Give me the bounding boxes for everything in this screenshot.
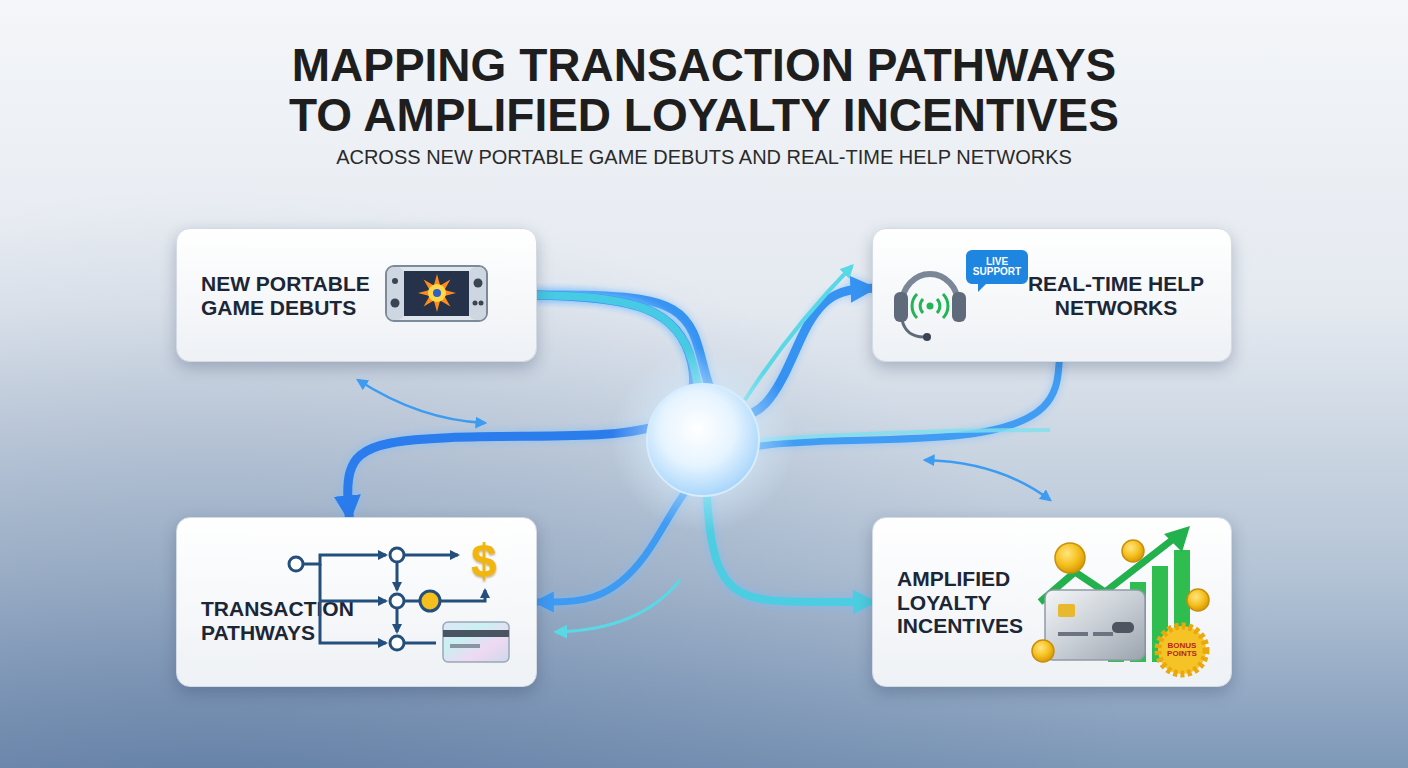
process-box: AMPLIFIED LOYALTY INCENTIVES bbox=[872, 517, 1232, 687]
badge-text: BONUS POINTS bbox=[1158, 634, 1206, 666]
central-hub bbox=[611, 348, 795, 532]
node-label: TRANSACTION PATHWAYS bbox=[201, 597, 366, 644]
currency-symbol: $ bbox=[462, 534, 506, 588]
hub-circle bbox=[647, 384, 759, 496]
flow-arrow bbox=[556, 580, 680, 632]
process-box: NEW PORTABLE GAME DEBUTS bbox=[176, 228, 537, 362]
double-arrow bbox=[925, 460, 1050, 500]
double-arrow bbox=[358, 380, 485, 423]
flow-line bbox=[760, 430, 1050, 440]
subtitle: ACROSS NEW PORTABLE GAME DEBUTS AND REAL… bbox=[0, 146, 1408, 169]
node-label: AMPLIFIED LOYALTY INCENTIVES bbox=[897, 567, 1037, 638]
process-box: REAL-TIME HELP NETWORKS bbox=[872, 228, 1232, 362]
badge-text: LIVE SUPPORT bbox=[966, 251, 1028, 283]
flow-connector bbox=[537, 288, 872, 416]
hub-glow bbox=[611, 348, 795, 532]
flow-connector bbox=[537, 295, 872, 602]
node-label: REAL-TIME HELP NETWORKS bbox=[1026, 272, 1206, 319]
title-block: MAPPING TRANSACTION PATHWAYS TO AMPLIFIE… bbox=[0, 40, 1408, 140]
node-label: NEW PORTABLE GAME DEBUTS bbox=[201, 272, 381, 319]
title: MAPPING TRANSACTION PATHWAYS TO AMPLIFIE… bbox=[264, 40, 1144, 140]
flow-arrow bbox=[745, 266, 852, 400]
